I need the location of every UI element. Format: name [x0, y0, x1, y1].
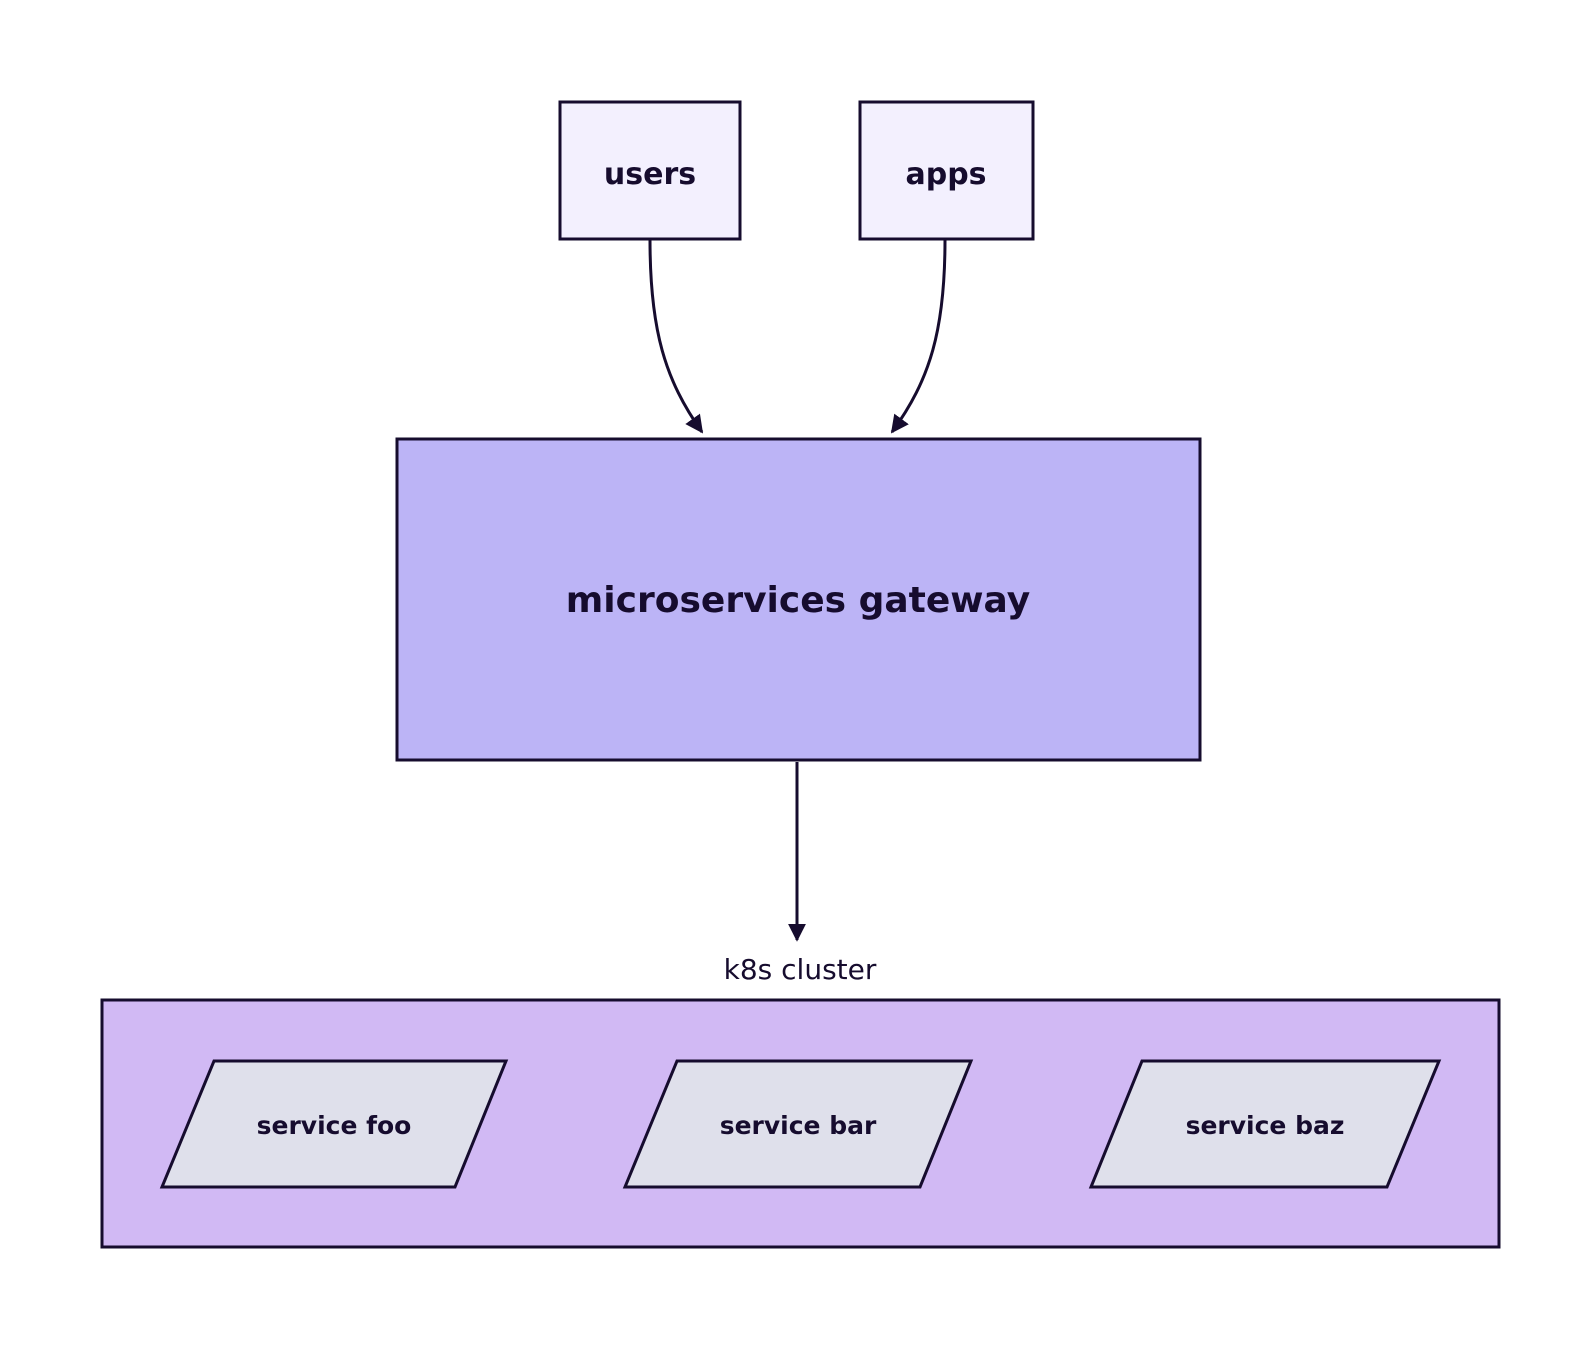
service-bar-label: service bar: [720, 1111, 877, 1140]
users-node-box: [558, 100, 742, 241]
gateway-node-box: [395, 437, 1202, 762]
users-node-label: users: [604, 157, 696, 192]
edge-apps-to-gateway: [890, 239, 947, 434]
k8s-cluster[interactable]: service foo service bar service baz: [100, 998, 1501, 1249]
users-node[interactable]: users: [558, 100, 742, 241]
apps-node[interactable]: apps: [858, 100, 1035, 241]
apps-node-label: apps: [905, 157, 986, 192]
cluster-label: k8s cluster: [724, 953, 877, 986]
service-foo-label: service foo: [257, 1111, 412, 1140]
service-foo-shape: [159, 1059, 509, 1189]
apps-node-box: [858, 100, 1035, 241]
gateway-node-label: microservices gateway: [566, 580, 1030, 621]
gateway-node[interactable]: microservices gateway: [395, 437, 1202, 762]
service-bar-node[interactable]: service bar: [622, 1059, 974, 1189]
service-foo-node[interactable]: service foo: [159, 1059, 509, 1189]
service-baz-node[interactable]: service baz: [1088, 1059, 1442, 1189]
service-baz-label: service baz: [1186, 1111, 1345, 1140]
service-bar-shape: [622, 1059, 974, 1189]
service-baz-shape: [1088, 1059, 1442, 1189]
edge-users-to-gateway: [648, 239, 704, 434]
